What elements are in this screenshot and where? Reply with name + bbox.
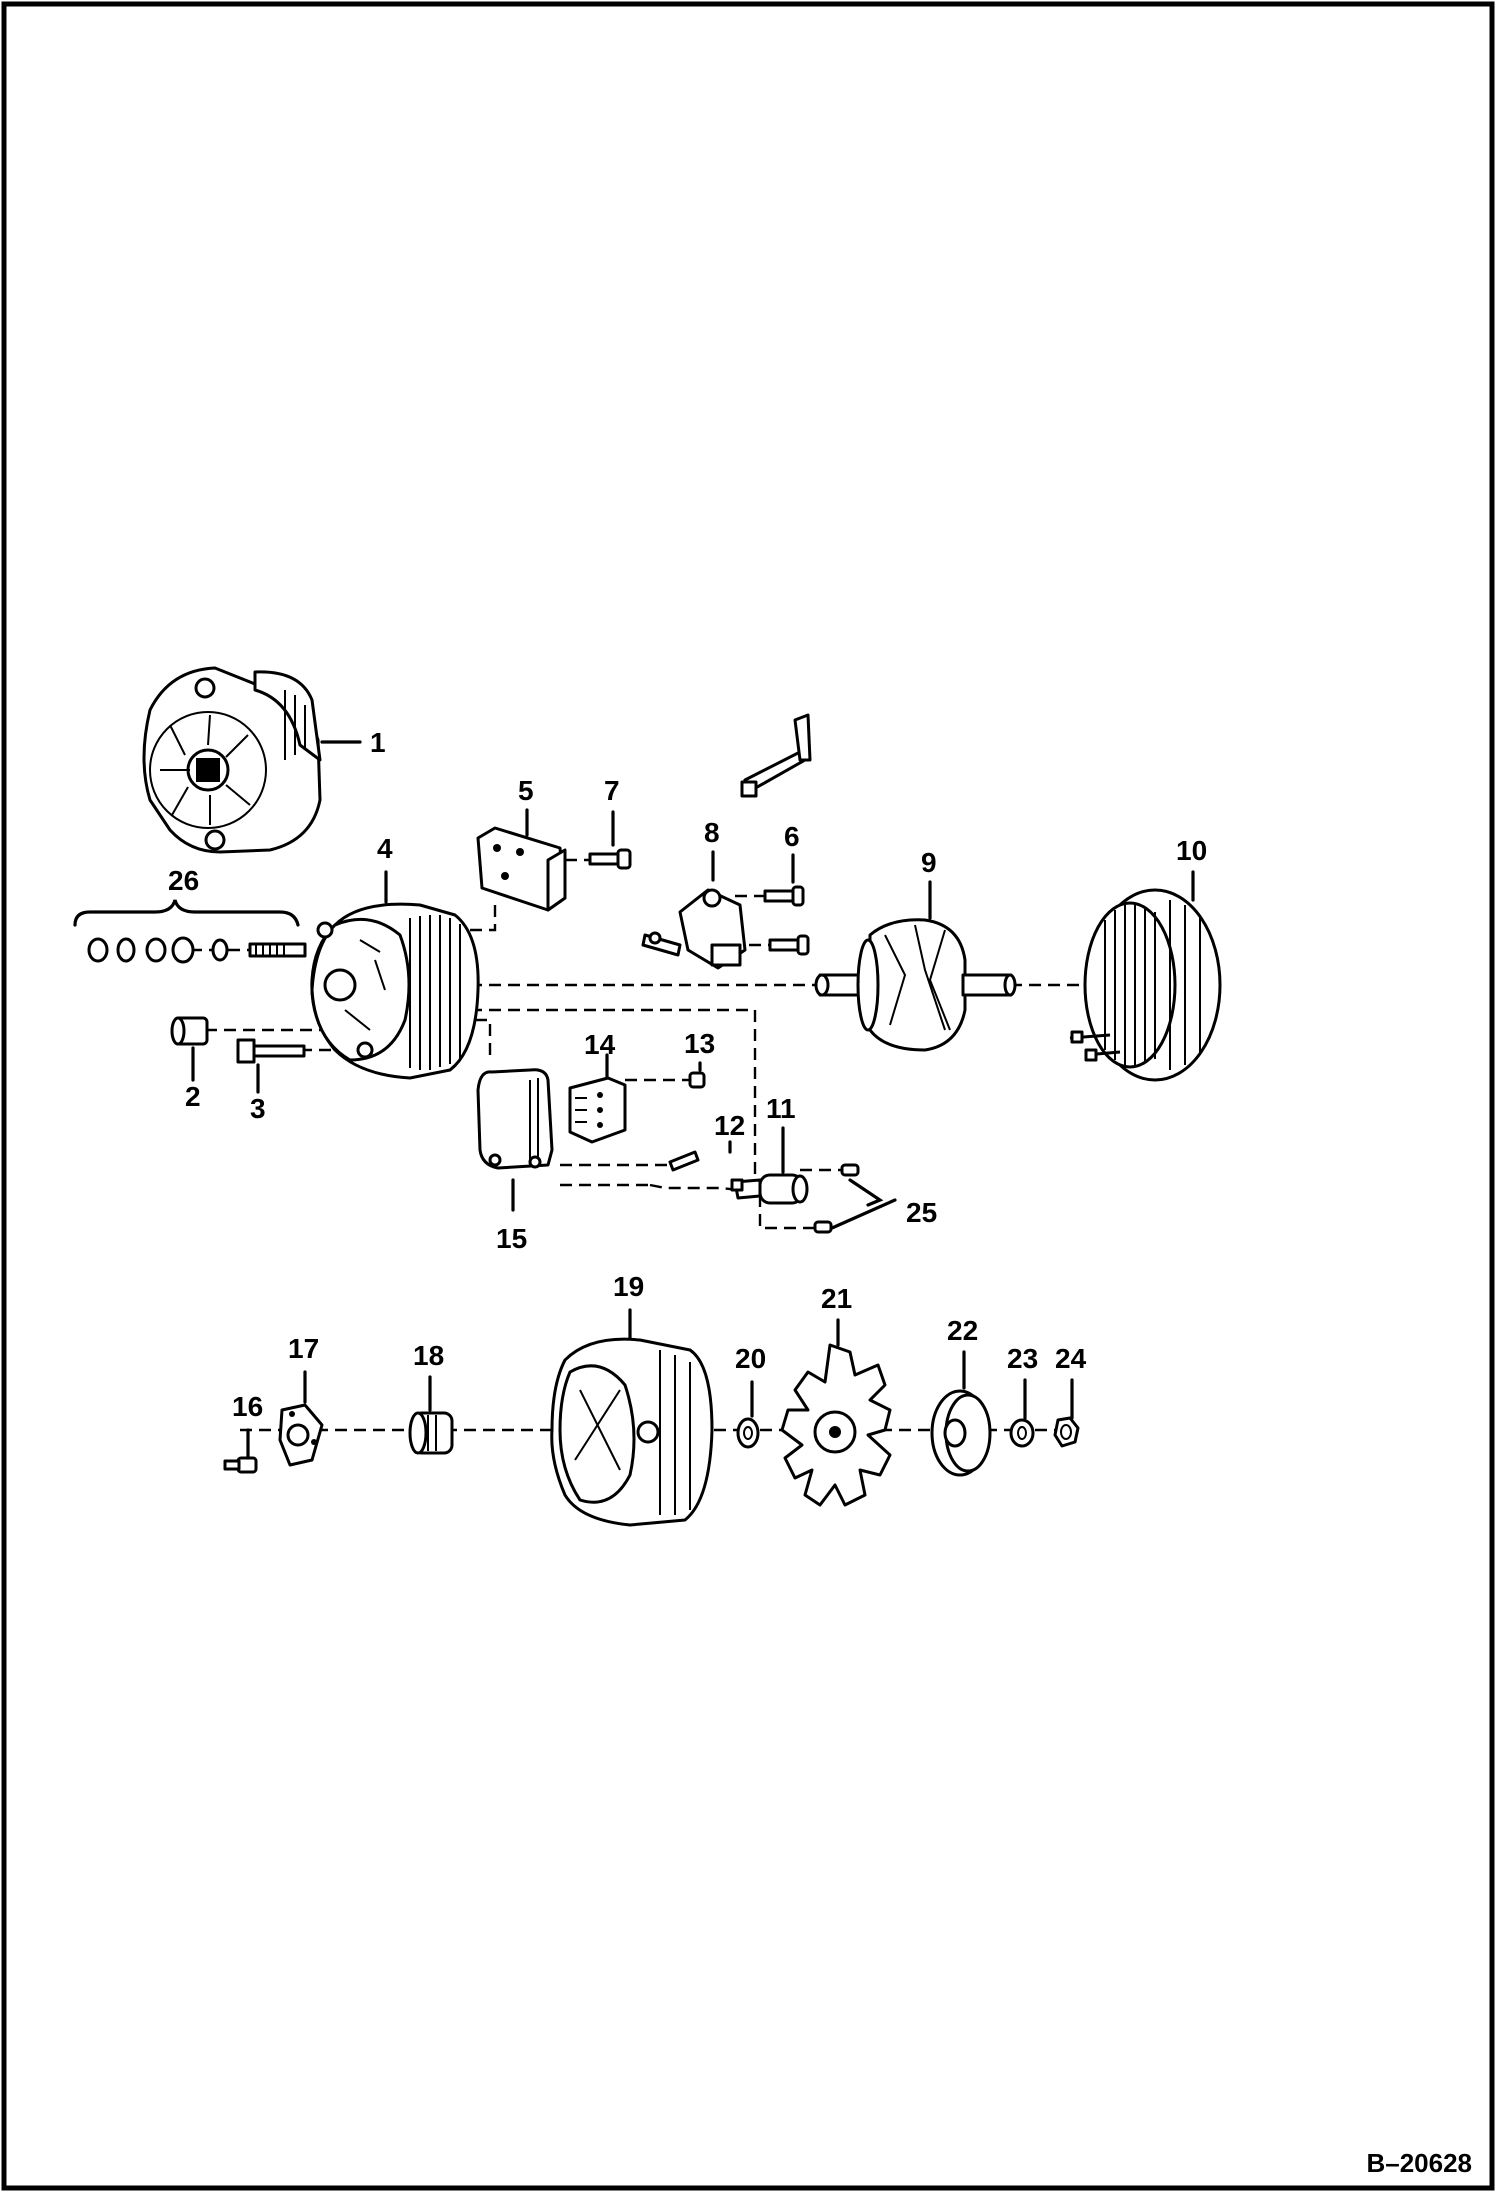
callout-3: 3 <box>250 1093 266 1124</box>
bolt-part <box>236 1038 306 1064</box>
callout-13: 13 <box>684 1028 715 1059</box>
callout-9: 9 <box>921 847 937 878</box>
rotor-part <box>814 918 1017 1052</box>
callout-19: 19 <box>613 1271 644 1302</box>
screws-25-part <box>813 1163 860 1234</box>
rectifier-part <box>568 1076 627 1144</box>
nut-24-part <box>1053 1416 1080 1448</box>
bearing-part <box>408 1411 454 1455</box>
figure-code: B–20628 <box>1366 2148 1472 2178</box>
callout-15: 15 <box>496 1223 527 1254</box>
callout-20: 20 <box>735 1343 766 1374</box>
callout-16: 16 <box>232 1391 263 1422</box>
callout-14: 14 <box>584 1029 616 1060</box>
bracket-plate-part <box>476 826 567 912</box>
hardware-set-part <box>87 936 307 964</box>
washer-part <box>1009 1418 1035 1448</box>
stator-part <box>1069 888 1222 1082</box>
callout-25: 25 <box>906 1197 937 1228</box>
regulator-part <box>641 888 747 970</box>
callout-24: 24 <box>1055 1343 1087 1374</box>
callout-1: 1 <box>370 727 386 758</box>
callout-26: 26 <box>168 865 199 896</box>
callout-8: 8 <box>704 817 720 848</box>
end-plate-part <box>476 1068 554 1170</box>
pulley-part <box>930 1389 992 1477</box>
alternator-assembly-part <box>142 666 322 854</box>
callout-5: 5 <box>518 775 534 806</box>
rear-housing-part <box>310 902 480 1080</box>
callout-23: 23 <box>1007 1343 1038 1374</box>
callout-7: 7 <box>604 775 620 806</box>
callout-22: 22 <box>947 1315 978 1346</box>
capacitor-part <box>730 1173 809 1205</box>
callout-11: 11 <box>766 1093 796 1124</box>
drive-end-housing-part <box>550 1337 714 1527</box>
screw-6-part <box>763 885 810 956</box>
retainer-plate-part <box>278 1403 324 1467</box>
callout-10: 10 <box>1176 835 1207 866</box>
callout-6: 6 <box>784 821 800 852</box>
callout-2: 2 <box>185 1081 201 1112</box>
screw-7-part <box>588 848 632 870</box>
spacer-20-part <box>736 1417 760 1449</box>
callout-17: 17 <box>288 1333 319 1364</box>
nut-13-part <box>688 1071 706 1089</box>
callout-4: 4 <box>377 833 393 864</box>
callout-21: 21 <box>821 1283 852 1314</box>
callout-labels: 1 2 3 4 5 6 7 8 9 10 11 12 13 14 15 16 1… <box>168 727 1207 1422</box>
callout-18: 18 <box>413 1340 444 1371</box>
bushing-part <box>170 1016 209 1046</box>
callout-12: 12 <box>714 1110 745 1141</box>
screw-12-part <box>668 1150 700 1172</box>
terminal-strap-part <box>740 713 812 798</box>
screw-16-part <box>223 1456 258 1474</box>
fan-part <box>780 1343 892 1507</box>
leader-lines <box>73 740 1195 1460</box>
